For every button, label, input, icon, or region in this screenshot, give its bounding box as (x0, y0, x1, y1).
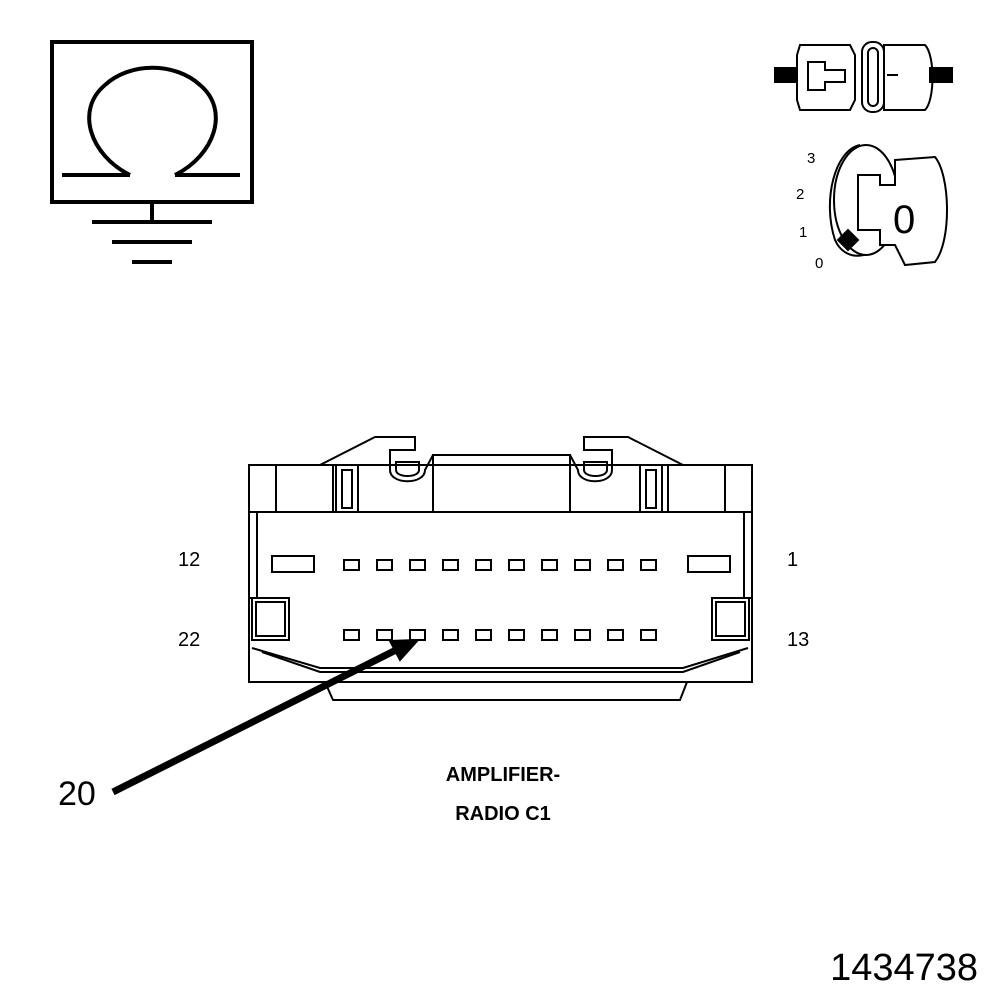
figure-number: 1434738 (830, 947, 978, 989)
amplifier-radio-c1-connector (248, 436, 753, 701)
ignition-position-2: 2 (796, 186, 804, 203)
top-row-pin-3 (409, 559, 426, 571)
top-row-pin-2 (376, 559, 393, 571)
bottom-row-pin-10 (640, 629, 657, 641)
bottom-row-pin-3 (409, 629, 426, 641)
top-row-pin-10 (640, 559, 657, 571)
top-row-pin-5 (475, 559, 492, 571)
ignition-position-3: 3 (807, 150, 815, 167)
top-row-pins (343, 559, 657, 571)
bottom-row-pin-9 (607, 629, 624, 641)
bottom-row-pin-2 (376, 629, 393, 641)
bottom-row-pin-6 (508, 629, 525, 641)
connector-name-line1: AMPLIFIER- (446, 764, 560, 786)
pin-label-1: 1 (787, 549, 798, 571)
bottom-row-pin-4 (442, 629, 459, 641)
pin-label-12: 12 (178, 549, 200, 571)
ignition-position-1: 1 (799, 224, 807, 241)
top-row-pin-6 (508, 559, 525, 571)
bottom-row-pin-8 (574, 629, 591, 641)
bottom-row-pin-1 (343, 629, 360, 641)
disconnected-connector-icon (774, 41, 953, 113)
pin-label-22: 22 (178, 629, 200, 651)
bottom-row-pin-5 (475, 629, 492, 641)
callout-label: 20 (58, 775, 96, 813)
top-row-pin-8 (574, 559, 591, 571)
key-position-label: 0 (893, 198, 915, 242)
bottom-row-pins (343, 629, 657, 641)
ohmmeter-ground-icon (50, 40, 254, 264)
top-row-pin-7 (541, 559, 558, 571)
callout-arrow (111, 638, 421, 796)
ignition-position-0: 0 (815, 255, 823, 272)
pin-label-13: 13 (787, 629, 809, 651)
ignition-key-icon (828, 144, 948, 267)
bottom-row-pin-7 (541, 629, 558, 641)
top-row-pin-9 (607, 559, 624, 571)
connector-name-line2: RADIO C1 (455, 803, 551, 825)
top-row-pin-1 (343, 559, 360, 571)
top-row-pin-4 (442, 559, 459, 571)
